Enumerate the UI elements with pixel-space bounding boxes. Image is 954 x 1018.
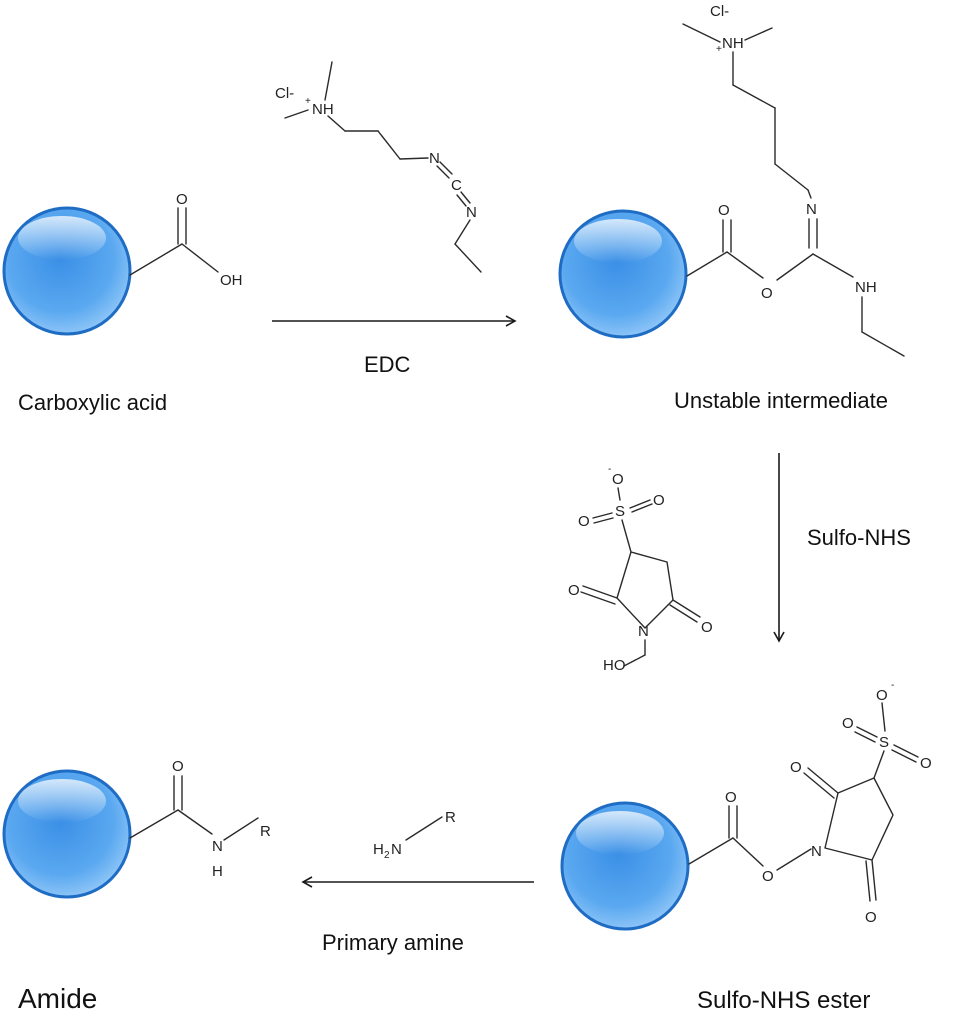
atom-o: O [578,513,590,530]
atom-cl: Cl- [275,85,294,102]
atom-h: H [212,863,223,880]
atom-r: R [445,809,456,826]
atom-o: O [790,759,802,776]
atom-o: O [568,582,580,599]
atom-o: O [176,191,188,208]
atom-o: O [653,492,665,509]
bead-carboxylic-acid [2,206,132,336]
atom-minus: - [608,464,611,475]
structure-carboxylic-acid: O OH [129,191,243,289]
atom-minus: - [891,680,894,691]
atom-n: N [806,201,817,218]
atom-o: O [718,202,730,219]
atom-r: R [260,823,271,840]
atom-c: C [451,177,462,194]
reagent-sulfo-nhs-label: Sulfo-NHS [807,525,911,550]
atom-n: N [466,204,477,221]
atom-o: O [762,868,774,885]
atom-nh: NH [855,279,877,296]
atom-n: N [811,843,822,860]
atom-nh: NH [722,35,744,52]
atom-cl: Cl- [710,3,729,20]
structure-edc: Cl- + NH N C N [275,61,482,273]
bead-amide [2,769,132,899]
reagent-primary-amine-label: Primary amine [322,930,464,955]
label-sulfo-nhs-ester: Sulfo-NHS ester [697,987,870,1014]
atom-plus: + [305,96,311,107]
atom-o: O [612,471,624,488]
structure-sulfo-nhs: - O S O O O O N HO [568,464,713,674]
label-carboxylic-acid: Carboxylic acid [18,390,167,415]
atom-ho: HO [603,657,626,674]
reagent-edc-label: EDC [364,352,411,377]
label-amide: Amide [18,983,97,1014]
atom-nh: NH [312,101,334,118]
atom-o: O [725,789,737,806]
atom-n: N [391,841,402,858]
label-unstable-intermediate: Unstable intermediate [674,388,888,413]
atom-o: O [761,285,773,302]
atom-subscript-2: 2 [384,850,390,861]
atom-o: O [701,619,713,636]
atom-o: O [172,758,184,775]
atom-s: S [615,503,625,520]
atom-h: H [373,841,384,858]
atom-o: O [865,909,877,926]
atom-n: N [638,623,649,640]
structure-sulfo-nhs-ester: O O N O O S O - O O [688,680,932,926]
atom-n: N [429,150,440,167]
atom-oh: OH [220,272,243,289]
atom-o: O [842,715,854,732]
atom-n: N [212,838,223,855]
structure-unstable-intermediate: Cl- + NH N O O NH [682,3,905,357]
atom-o: O [876,687,888,704]
atom-o: O [920,755,932,772]
atom-plus: + [716,44,722,55]
bead-sulfo-nhs-ester [560,801,690,931]
structure-amide: O N H R [129,758,271,880]
structure-primary-amine: H 2 N R [373,809,456,861]
atom-s: S [879,734,889,751]
bead-unstable-intermediate [558,209,688,339]
